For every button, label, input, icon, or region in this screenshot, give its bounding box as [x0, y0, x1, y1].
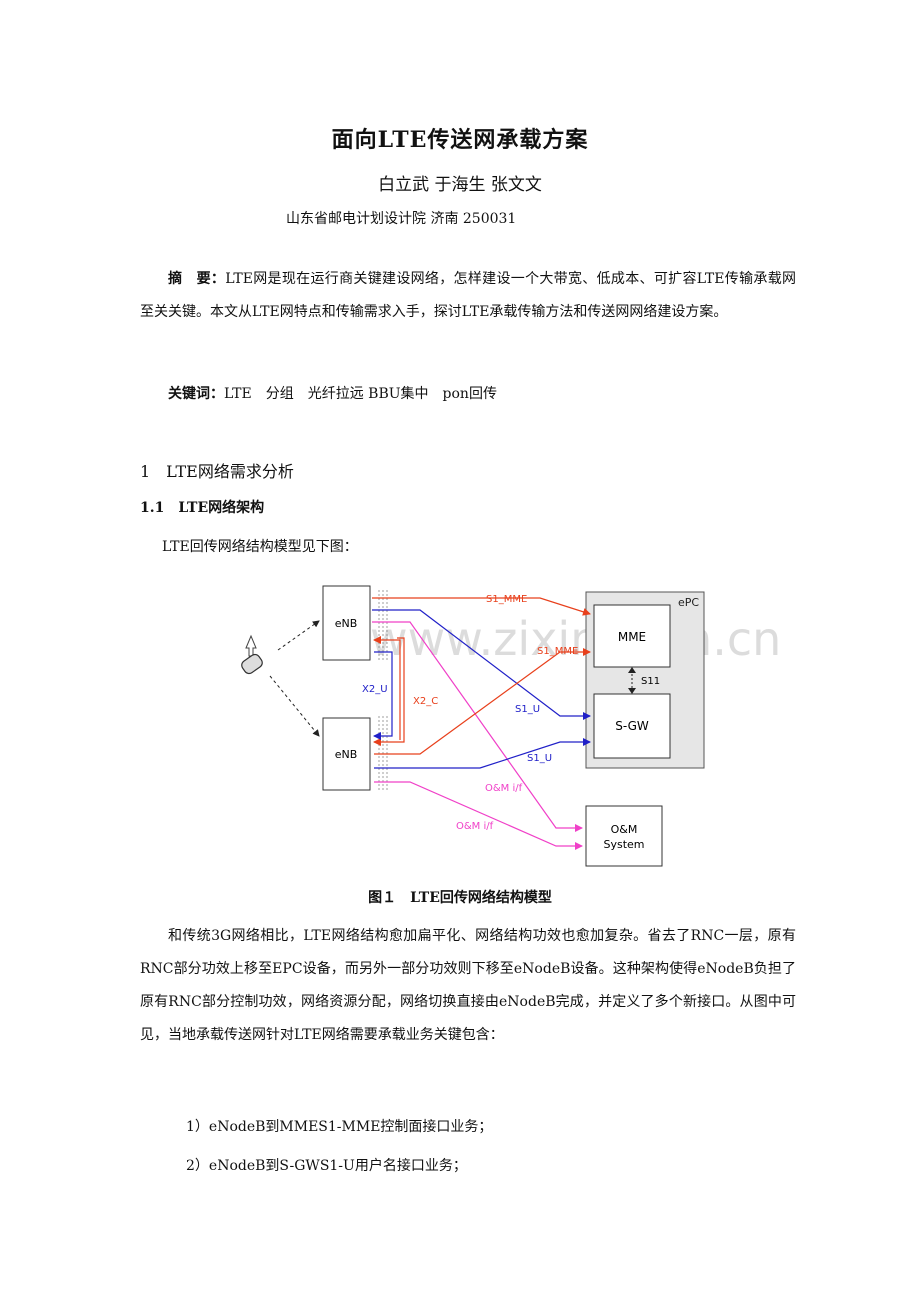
- abstract-text: LTE网是现在运行商关键建设网络，怎样建设一个大带宽、低成本、可扩容LTE传输承…: [140, 271, 796, 320]
- x2-c-link-down: [373, 637, 405, 746]
- keywords: 关键词：LTE 分组 光纤拉远 BBU集中 pon回传: [140, 378, 796, 411]
- s11-label: S11: [641, 676, 660, 687]
- enb-bottom-label: eNB: [335, 748, 358, 761]
- s1-u-upper-link: [372, 609, 591, 720]
- s11-arrow-down: [628, 688, 636, 694]
- handset-icon: [241, 634, 263, 675]
- figure-caption: 图１ LTE回传网络结构模型: [368, 890, 552, 906]
- x2-u-link: [373, 651, 393, 740]
- s11-arrow-up: [628, 667, 636, 673]
- keywords-label: 关键词：: [168, 386, 224, 402]
- enb-bottom-box: [322, 717, 371, 791]
- oam-if-upper-label: O&M i/f: [485, 783, 523, 794]
- abstract-label: 摘 要：: [168, 271, 226, 287]
- authors: 白立武 于海生 张文文: [378, 175, 542, 195]
- s1-u-upper-label: S1_U: [515, 704, 540, 715]
- x2-u-label: X2_U: [362, 684, 388, 695]
- x2-c-label: X2_C: [413, 696, 438, 707]
- port-strip-top: [378, 590, 388, 662]
- abstract: 摘 要：LTE网是现在运行商关键建设网络，怎样建设一个大带宽、低成本、可扩容LT…: [140, 263, 796, 329]
- oam-label-2: System: [603, 838, 644, 851]
- enb-top-label: eNB: [335, 617, 358, 630]
- s1-u-lower-link: [374, 738, 591, 769]
- figure-intro: LTE回传网络结构模型见下图：: [162, 539, 358, 555]
- body-paragraph: 和传统3G网络相比，LTE网络结构愈加扁平化、网络结构功效也愈加复杂。省去了RN…: [140, 928, 796, 1043]
- oam-if-upper-link: [372, 621, 583, 832]
- oam-if-lower-label: O&M i/f: [456, 821, 494, 832]
- affiliation: 山东省邮电计划设计院 济南 250031: [286, 211, 517, 227]
- s1-mme-top-link: [372, 597, 591, 616]
- page-title: 面向LTE传送网承载方案: [331, 127, 589, 153]
- section-heading-1-1: 1.1 LTE网络架构: [140, 500, 265, 516]
- keywords-text: LTE 分组 光纤拉远 BBU集中 pon回传: [224, 386, 497, 402]
- oam-box: [585, 805, 663, 867]
- s1-u-lower-label: S1_U: [527, 753, 552, 764]
- s1-mme-mid-label: S1_MME: [537, 646, 578, 657]
- radio-link-bottom: [269, 675, 320, 737]
- s1-mme-top-label: S1_MME: [486, 594, 527, 605]
- radio-link-top: [277, 620, 320, 651]
- mme-label: MME: [618, 630, 646, 644]
- enb-top-box: [322, 585, 371, 661]
- s1-mme-mid-link: [374, 648, 591, 755]
- oam-label-1: O&M: [611, 823, 638, 836]
- sgw-box: [593, 693, 671, 759]
- epc-label: ePC: [678, 596, 699, 609]
- list-item: 1）eNodeB到MMES1-MME控制面接口业务；: [186, 1119, 493, 1135]
- sgw-label: S-GW: [615, 719, 649, 733]
- list-item: 2）eNodeB到S-GWS1-U用户名接口业务；: [186, 1158, 467, 1174]
- oam-if-lower-link: [374, 781, 583, 850]
- mme-box: [593, 604, 671, 668]
- x2-c-link-up: [373, 636, 401, 740]
- network-diagram: www.zixin.com.cn ePC MME S-GW S11 O&M Sy…: [241, 585, 781, 867]
- section-heading-1: 1 LTE网络需求分析: [140, 462, 294, 481]
- watermark: www.zixin.com.cn: [370, 612, 781, 666]
